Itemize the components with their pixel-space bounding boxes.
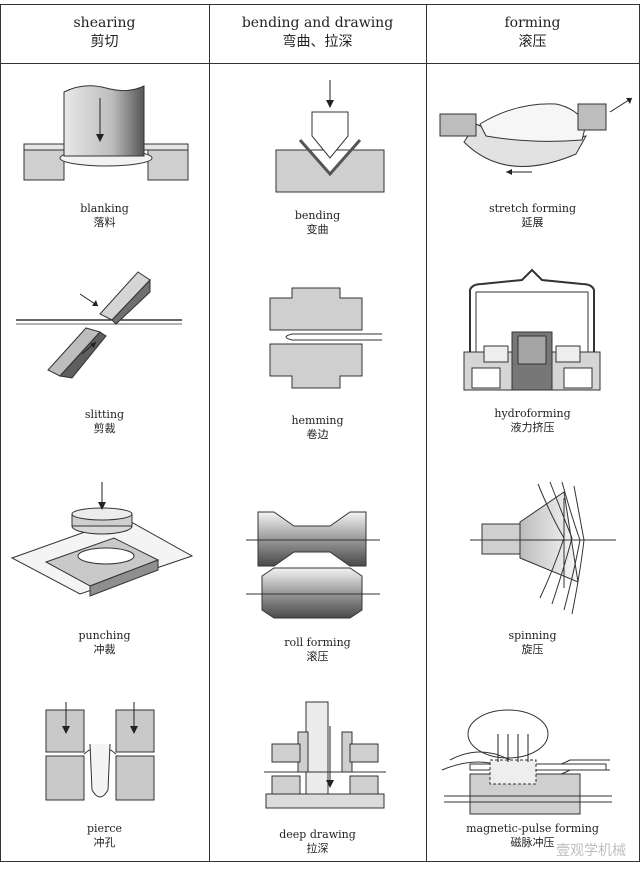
caption-zh: 冲裁 (93, 643, 116, 656)
pierce-illustration (40, 700, 160, 810)
caption-punching: punching 冲裁 (0, 629, 209, 657)
caption-hemming: hemming 卷边 (209, 414, 426, 442)
header-en: forming (504, 15, 561, 31)
caption-pierce: pierce 冲孔 (0, 822, 209, 850)
punching-illustration (6, 478, 196, 600)
roll-forming-illustration (244, 506, 382, 624)
caption-en: roll forming (284, 636, 351, 649)
caption-roll-forming: roll forming 滚压 (209, 636, 426, 664)
caption-zh: 液力挤压 (510, 421, 555, 434)
bending-illustration (270, 78, 390, 194)
caption-zh: 落料 (93, 216, 116, 229)
caption-bending: bending 变曲 (209, 209, 426, 237)
caption-zh: 磁脉冲压 (510, 836, 555, 849)
header-divider (0, 63, 640, 64)
caption-slitting: slitting 剪裁 (0, 408, 209, 436)
table-border-left (0, 4, 1, 862)
caption-zh: 剪裁 (93, 422, 116, 435)
header-zh: 弯曲、拉深 (282, 34, 353, 50)
caption-zh: 滚压 (306, 650, 329, 663)
caption-en: hemming (291, 414, 344, 427)
caption-en: stretch forming (488, 202, 577, 215)
spinning-illustration (468, 478, 618, 618)
caption-zh: 拉深 (306, 842, 329, 855)
caption-zh: 变曲 (306, 223, 329, 236)
caption-en: blanking (80, 202, 129, 215)
caption-spinning: spinning 旋压 (426, 629, 639, 657)
caption-en: deep drawing (279, 828, 356, 841)
column-divider-1 (209, 4, 210, 862)
table-top-border (0, 4, 640, 5)
deep-drawing-illustration (260, 696, 390, 822)
header-en: bending and drawing (241, 15, 394, 31)
blanking-illustration (20, 80, 190, 190)
slitting-illustration (14, 262, 184, 382)
watermark: 壹观学机械 (556, 843, 626, 859)
caption-en: slitting (84, 408, 125, 421)
caption-en: hydroforming (494, 407, 571, 420)
column-header-forming: forming 滚压 (426, 14, 639, 52)
caption-magnetic-pulse-forming: magnetic-pulse forming 磁脉冲压 (426, 822, 639, 850)
caption-zh: 旋压 (521, 643, 544, 656)
caption-zh: 延展 (521, 216, 544, 229)
caption-zh: 卷边 (306, 428, 329, 441)
caption-deep-drawing: deep drawing 拉深 (209, 828, 426, 856)
caption-hydroforming: hydroforming 液力挤压 (426, 407, 639, 435)
header-en: shearing (73, 15, 136, 31)
header-zh: 剪切 (90, 34, 119, 50)
column-header-bending: bending and drawing 弯曲、拉深 (209, 14, 426, 52)
caption-en: magnetic-pulse forming (466, 822, 599, 835)
caption-blanking: blanking 落料 (0, 202, 209, 230)
caption-zh: 冲孔 (93, 836, 116, 849)
caption-en: bending (294, 209, 341, 222)
caption-en: spinning (508, 629, 557, 642)
hemming-illustration (262, 282, 386, 394)
magnetic-pulse-forming-illustration (440, 704, 616, 824)
caption-stretch-forming: stretch forming 延展 (426, 202, 639, 230)
header-zh: 滚压 (518, 34, 547, 50)
hydroforming-illustration (462, 262, 602, 396)
table-bottom-border (0, 861, 640, 862)
column-header-shearing: shearing 剪切 (0, 14, 209, 52)
column-divider-2 (426, 4, 427, 862)
caption-en: pierce (87, 822, 122, 835)
stretch-forming-illustration (436, 84, 636, 184)
caption-en: punching (78, 629, 131, 642)
